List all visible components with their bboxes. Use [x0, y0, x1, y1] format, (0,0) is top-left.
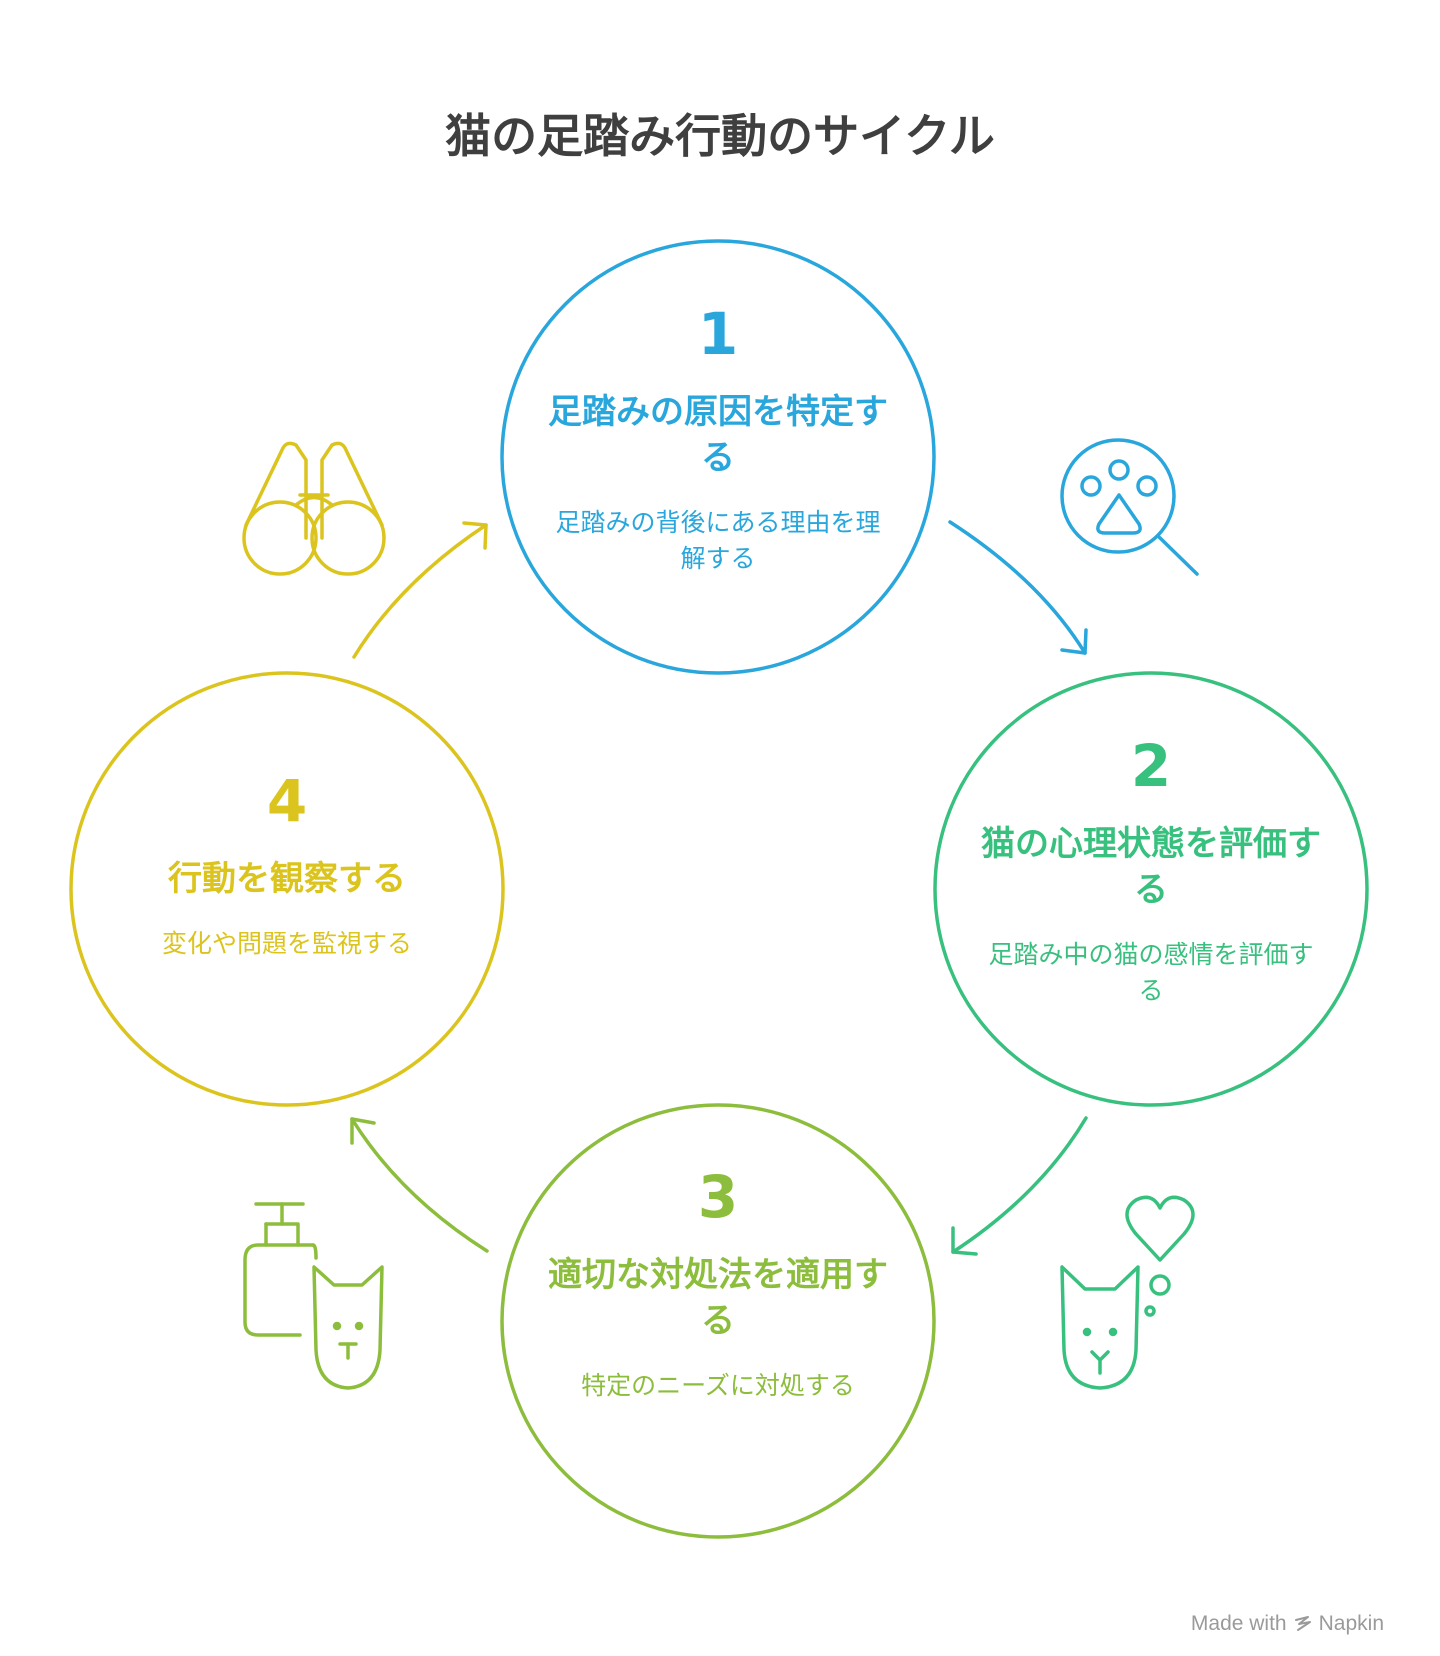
cat-bottle-icon — [243, 1202, 384, 1390]
step-2-description: 足踏み中の猫の感情を評価する — [988, 940, 1314, 1005]
step-4-number: 4 — [266, 767, 308, 835]
step-3-title: 適切な対処法を適用する — [548, 1255, 888, 1341]
step-4: 4 行動を観察する 変化や問題を監視する — [117, 772, 457, 962]
step-3-number: 3 — [697, 1163, 739, 1231]
step-1-description: 足踏みの背後にある理由を理解する — [555, 508, 881, 573]
made-with-label: Made with — [1190, 1612, 1287, 1635]
arrow-3-to-4 — [350, 1117, 489, 1253]
step-4-circle — [69, 671, 505, 1107]
page-title: 猫の足踏み行動のサイクル — [445, 109, 995, 163]
step-1: 1 足踏みの原因を特定する 足踏みの背後にある理由を理解する — [548, 305, 888, 577]
arrow-1-to-2 — [948, 520, 1088, 655]
step-1-number: 1 — [697, 300, 739, 368]
step-3-description: 特定のニーズに対処する — [581, 1371, 855, 1400]
binoculars-icon — [242, 441, 386, 576]
step-2-number: 2 — [1130, 732, 1172, 800]
arrow-4-to-1 — [352, 521, 488, 659]
step-2-circle — [933, 671, 1369, 1107]
step-4-title: 行動を観察する — [168, 859, 406, 899]
step-4-description: 変化や問題を監視する — [161, 929, 412, 958]
step-1-title: 足踏みの原因を特定する — [548, 392, 888, 478]
napkin-logo-icon — [1294, 1616, 1311, 1631]
step-3-circle — [500, 1103, 936, 1539]
magnifier-paw-icon — [1060, 438, 1199, 576]
napkin-brand-label: Napkin — [1318, 1612, 1384, 1635]
cat-heart-icon — [1060, 1195, 1195, 1390]
step-2-title: 猫の心理状態を評価する — [981, 824, 1321, 910]
step-1-circle — [500, 239, 936, 675]
arrow-2-to-3 — [951, 1116, 1088, 1256]
step-3: 3 適切な対処法を適用する 特定のニーズに対処する — [548, 1168, 888, 1404]
footer-credit: Made with Napkin — [1191, 1612, 1384, 1636]
step-2: 2 猫の心理状態を評価する 足踏み中の猫の感情を評価する — [981, 737, 1321, 1009]
